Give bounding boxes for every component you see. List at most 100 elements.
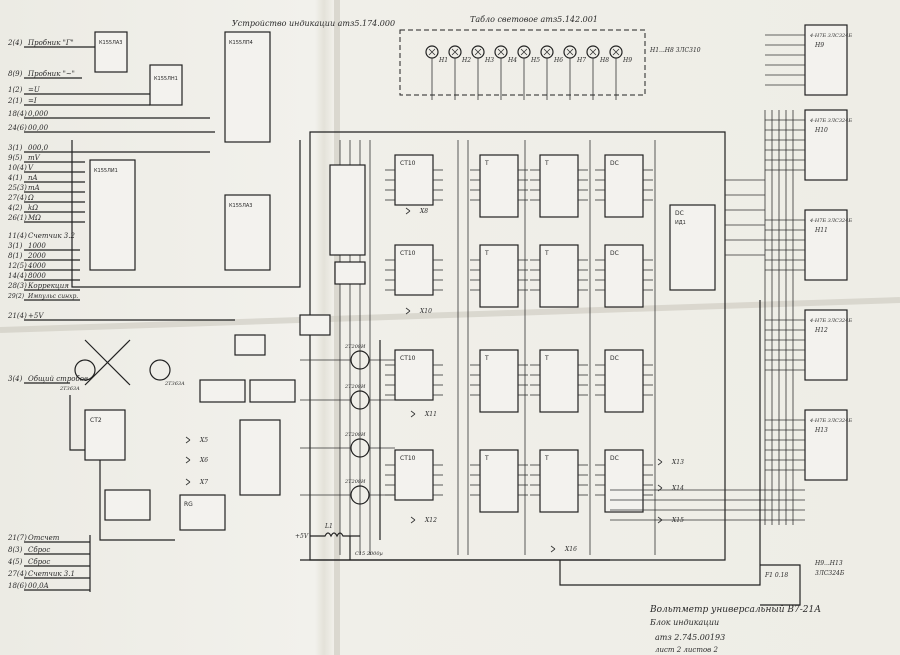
input-label: MΩ: [27, 214, 41, 222]
chip-d35: [199, 379, 246, 403]
chip-label: Т: [544, 250, 549, 257]
input-pin: 27(4): [7, 570, 27, 578]
indicator-label: 4-Н7Б 3ЛС324Б: [809, 418, 852, 424]
connector-arrow-icon: [410, 516, 416, 524]
input-label: V: [28, 164, 34, 172]
input-pin: 3(4): [8, 375, 23, 383]
connector-label: X14: [671, 485, 684, 492]
svg-text:F1 0.18: F1 0.18: [764, 572, 788, 579]
counter-chip: [479, 244, 519, 308]
transistor-v2: [149, 359, 171, 381]
transistor-label: 2Т208И: [344, 344, 366, 350]
input-label: Счетчик 3.2: [28, 232, 75, 240]
connector-label: X6: [199, 457, 208, 464]
counter-chip: [479, 349, 519, 413]
input-pin: 1(2): [8, 86, 23, 94]
input-pin: 26(1): [7, 214, 27, 222]
input-pin: 24(6): [7, 124, 27, 132]
chip-type: ИД1: [675, 220, 686, 226]
svg-text:К155ЛП4: К155ЛП4: [229, 40, 253, 46]
input-pin: 12(5): [8, 262, 27, 270]
title-line2: Блок индикации: [649, 618, 719, 627]
svg-text:3ЛС324Б: 3ЛС324Б: [815, 570, 845, 577]
connector-arrow-icon: [405, 307, 411, 315]
input-label: mA: [28, 184, 40, 192]
transistor-label: 2Т208И: [344, 384, 366, 390]
svg-text:К155ЛА3: К155ЛА3: [99, 40, 122, 46]
counter-chip: [539, 349, 579, 413]
chip-label: DC: [610, 355, 619, 362]
chip-label: DC: [675, 210, 684, 217]
indicator-label: 4-Н7Б 3ЛС324Б: [809, 118, 852, 124]
chip-d30: [84, 409, 126, 461]
input-label: =U: [28, 86, 41, 94]
svg-text:L1: L1: [324, 523, 333, 530]
input-pin: 21(4): [7, 312, 27, 320]
chip-label: RG: [184, 501, 193, 508]
input-label: 0,000: [28, 110, 49, 118]
input-pin: 18(4): [8, 110, 27, 118]
counter-chip: [479, 449, 519, 513]
svg-text:+5V: +5V: [295, 533, 309, 540]
indicator-label: 4-Н7Б 3ЛС324Б: [809, 218, 852, 224]
chip-label: СТ10: [400, 160, 416, 167]
indicator-h12: [804, 309, 848, 381]
left-inputs-reset: 21(7) Отсчет 8(3) Сброс 4(5) Сброс 27(4)…: [7, 534, 91, 592]
input-pin: 11(4): [8, 232, 27, 240]
indicator-h10: [804, 109, 848, 181]
input-pin: 2(1): [7, 97, 23, 105]
input-label: Общий стробов: [28, 375, 88, 383]
input-pin: 10(4): [8, 164, 27, 172]
input-pin: 14(4): [8, 272, 27, 280]
indicator-id: H10: [814, 127, 828, 134]
counter-chip: [604, 349, 644, 413]
connector-label: X11: [424, 411, 437, 418]
input-label: Сброс: [28, 546, 50, 554]
title-line3: атз 2.745.00193: [655, 633, 725, 642]
chip-d33: [224, 31, 271, 143]
input-pin: 3(1): [8, 144, 23, 152]
input-label: Отсчет: [28, 534, 60, 542]
left-inputs-bottom: 21(4) +5V 3(4) Общий стробов: [7, 312, 235, 384]
indicator-label: 4-Н7Б 3ЛС324Б: [809, 318, 852, 324]
power-filter: +5V L1 C15 2000µ: [295, 523, 383, 560]
input-label: 4000: [27, 262, 46, 270]
lower-left-cluster: СТ2 RG 2Т363А 2Т363А: [59, 314, 331, 541]
chip-label: Т: [484, 250, 489, 257]
chip-label: СТ2: [90, 417, 102, 424]
input-pin: 29(2): [7, 293, 25, 300]
chip-d39: [299, 314, 331, 336]
chip-label: Т: [484, 455, 489, 462]
input-label: Ω: [27, 194, 34, 202]
connector-label: X15: [671, 517, 684, 524]
chip-label: DC: [610, 250, 619, 257]
connector-arrow-icon: [185, 436, 191, 444]
indicator-h11: [804, 209, 848, 281]
connector-arrow-icon: [185, 456, 191, 464]
input-label: 00,0A: [28, 582, 49, 590]
counter-chip: [604, 449, 644, 513]
input-pin: 21(7): [7, 534, 27, 542]
input-label: nA: [28, 174, 38, 182]
counter-chip: [539, 244, 579, 308]
chip-label: Т: [484, 160, 489, 167]
legend-note: F1 0.18 H9...H13 3ЛС324Б: [760, 560, 845, 606]
input-pin: 4(1): [7, 174, 23, 182]
chip-label: СТ10: [400, 250, 416, 257]
chip-d55: [669, 204, 716, 291]
input-pin: 8(1): [8, 252, 23, 260]
connector-label: X13: [671, 459, 684, 466]
input-label: Импульс синхр.: [27, 293, 78, 300]
input-pin: 2(4): [7, 39, 23, 47]
light-panel-frame: [399, 29, 646, 96]
connector-arrow-icon: [405, 207, 411, 215]
chip-d38: [329, 164, 366, 256]
title-line4: лист 2 листов 2: [655, 646, 718, 654]
input-pin: 4(2): [7, 204, 23, 212]
chip-d1: [94, 31, 128, 73]
lamp-label: H3: [484, 57, 494, 64]
lamp-label: H2: [461, 57, 471, 64]
input-label: 1000: [28, 242, 46, 250]
